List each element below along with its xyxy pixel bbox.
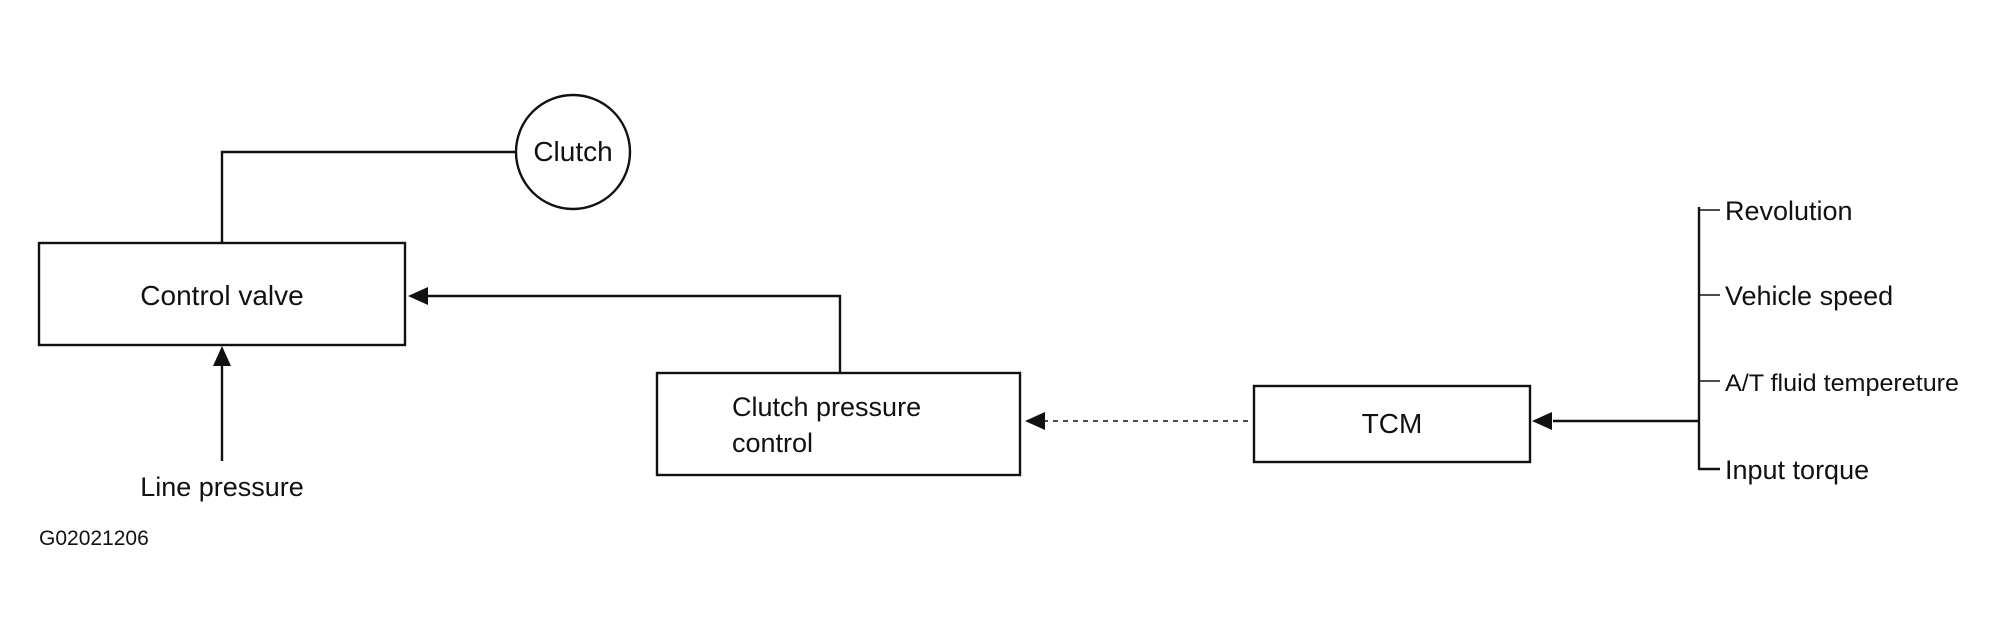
clutch-node	[514, 93, 632, 211]
tcm-to-cpc-arrowhead	[1025, 412, 1045, 430]
cpc-to-valve-line	[427, 294, 842, 373]
clutch-pressure-control-node	[655, 371, 1022, 477]
clutch-pressure-control-label-line2: control	[732, 428, 813, 458]
tcm-label: TCM	[1362, 408, 1423, 439]
control-valve-label: Control valve	[140, 280, 303, 311]
clutch-pressure-control-label-line1: Clutch pressure	[732, 392, 921, 422]
inputs-to-tcm-arrowhead	[1532, 412, 1552, 430]
figure-id: G02021206	[39, 527, 149, 550]
line-pressure-arrowhead	[213, 346, 231, 366]
control-valve-node	[37, 241, 407, 347]
line-pressure-label: Line pressure	[140, 472, 304, 502]
input-label-fluid-temperature: A/T fluid tempereture	[1725, 370, 1959, 397]
input-label-revolution: Revolution	[1725, 196, 1853, 226]
clutch-label: Clutch	[533, 136, 612, 167]
tcm-node	[1252, 384, 1532, 464]
input-label-input-torque: Input torque	[1725, 455, 1869, 485]
cpc-to-valve-arrowhead	[408, 287, 428, 305]
clutch-to-valve-line	[220, 150, 521, 243]
input-label-vehicle-speed: Vehicle speed	[1725, 281, 1893, 311]
